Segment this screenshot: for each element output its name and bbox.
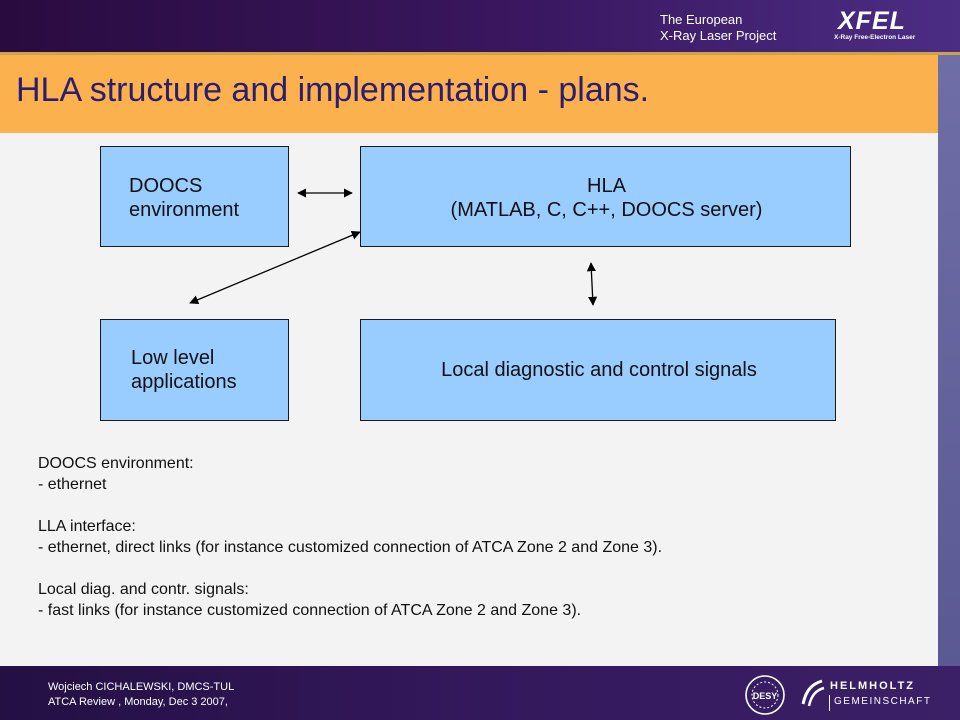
connector-arrows bbox=[189, 188, 598, 306]
title-band: HLA structure and implementation - plans… bbox=[0, 55, 938, 133]
hla-box-line-2: (MATLAB, C, C++, DOOCS server) bbox=[450, 199, 763, 221]
helmholtz-line-2: GEMEINSCHAFT bbox=[834, 696, 932, 707]
slide-title: HLA structure and implementation - plans… bbox=[16, 71, 650, 109]
tagline-line-1: The European bbox=[660, 12, 743, 27]
xfel-logo-text: XFEL bbox=[838, 7, 906, 35]
tagline-line-2: X-Ray Laser Project bbox=[660, 28, 777, 43]
footer-event: ATCA Review , Monday, Dec 3 2007, bbox=[48, 696, 228, 708]
footer-author: Wojciech CICHALEWSKI, DMCS-TUL bbox=[48, 681, 235, 693]
local-signals-box-text: Local diagnostic and control signals bbox=[441, 359, 757, 381]
right-side-strip bbox=[938, 55, 960, 666]
hla-box: HLA (MATLAB, C, C++, DOOCS server) bbox=[360, 146, 851, 247]
helmholtz-wave-icon bbox=[801, 679, 825, 707]
doocs-note-item: - ethernet bbox=[38, 476, 107, 493]
xfel-logo: XFEL X-Ray Free-Electron Laser bbox=[834, 8, 930, 48]
desy-logo-text: DESY bbox=[753, 691, 778, 701]
doocs-box-line-1: DOOCS bbox=[129, 175, 203, 197]
footer-credits: Wojciech CICHALEWSKI, DMCS-TUL ATCA Revi… bbox=[48, 680, 234, 710]
signals-note-heading: Local diag. and contr. signals: bbox=[38, 581, 249, 598]
lla-box-line-2: applications bbox=[131, 371, 237, 393]
doocs-note-heading: DOOCS environment: bbox=[38, 455, 194, 472]
header-divider bbox=[0, 52, 960, 55]
desy-logo-icon: DESY bbox=[745, 675, 785, 715]
xfel-logo-subtext: X-Ray Free-Electron Laser bbox=[834, 34, 916, 41]
tagline: The European X-Ray Laser Project bbox=[660, 12, 830, 44]
doocs-environment-box: DOOCS environment bbox=[100, 146, 289, 247]
low-level-applications-box: Low level applications bbox=[100, 319, 289, 421]
footer: Wojciech CICHALEWSKI, DMCS-TUL ATCA Revi… bbox=[0, 666, 960, 720]
signals-note-item: - fast links (for instance customized co… bbox=[38, 602, 582, 619]
helmholtz-divider bbox=[829, 695, 830, 711]
slide-content: DOOCS environment HLA (MATLAB, C, C++, D… bbox=[0, 133, 938, 666]
notes-text: DOOCS environment: - ethernet LLA interf… bbox=[38, 453, 662, 621]
hla-lla-arrow bbox=[189, 230, 361, 305]
header-band: The European X-Ray Laser Project XFEL X-… bbox=[0, 0, 960, 52]
hla-local-signals-arrow bbox=[586, 262, 598, 306]
helmholtz-line-1: HELMHOLTZ bbox=[830, 680, 916, 692]
hla-box-line-1: HLA bbox=[587, 175, 626, 197]
lla-note-heading: LLA interface: bbox=[38, 518, 136, 535]
doocs-box-line-2: environment bbox=[129, 199, 240, 221]
lla-note-item: - ethernet, direct links (for instance c… bbox=[38, 539, 663, 556]
local-signals-box: Local diagnostic and control signals bbox=[360, 319, 836, 421]
helmholtz-logo: HELMHOLTZ GEMEINSCHAFT bbox=[800, 676, 930, 716]
lla-box-line-1: Low level bbox=[131, 347, 215, 369]
